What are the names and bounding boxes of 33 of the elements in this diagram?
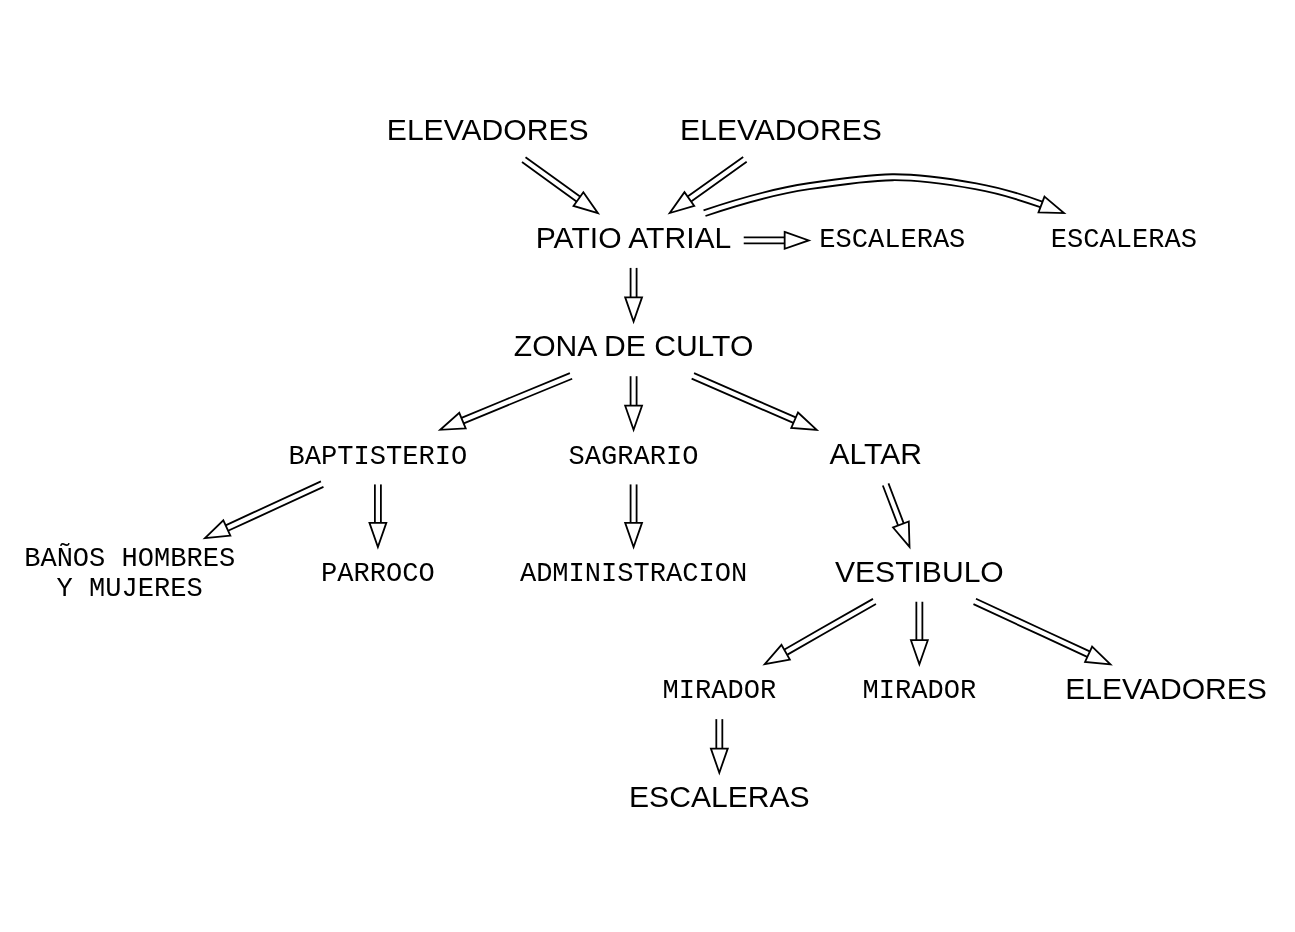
node-text: PATIO ATRIAL (535, 220, 732, 254)
arrow (762, 597, 877, 666)
arrow (972, 597, 1113, 666)
arrow (667, 156, 748, 215)
node-text: ESCALERAS (1050, 224, 1198, 255)
arrow (368, 483, 388, 550)
node-text: ELEVADORES (680, 112, 882, 146)
arrow (881, 482, 911, 550)
node-text: PARROCO (321, 557, 435, 589)
arrow (437, 372, 574, 431)
node-text: BAPTISTERIO (288, 440, 468, 472)
node-text: VESTIBULO (834, 554, 1004, 588)
arrow (623, 375, 644, 433)
node-text: ESCALERAS (629, 780, 810, 814)
arrow (521, 156, 601, 215)
node-text: ZONA DE CULTO (513, 329, 754, 363)
arrow (690, 372, 820, 431)
node-text: ESCALERAS (819, 224, 966, 255)
arrow (623, 483, 644, 550)
node-text: ELEVADORES (386, 112, 589, 146)
arrow (623, 267, 644, 325)
arrow (909, 600, 930, 667)
arrow (202, 480, 325, 540)
node-text: BAÑOS HOMBRES Y MUJERES (24, 542, 236, 604)
node-text: ADMINISTRACION (519, 557, 748, 589)
node-text: MIRADOR (662, 675, 777, 707)
node-text: MIRADOR (862, 675, 977, 707)
arrow (709, 718, 729, 776)
node-text: ELEVADORES (1065, 672, 1267, 706)
node-text: SAGRARIO (568, 440, 699, 472)
arrow (742, 230, 812, 251)
arrow (702, 173, 1067, 217)
node-text: ALTAR (829, 437, 922, 471)
